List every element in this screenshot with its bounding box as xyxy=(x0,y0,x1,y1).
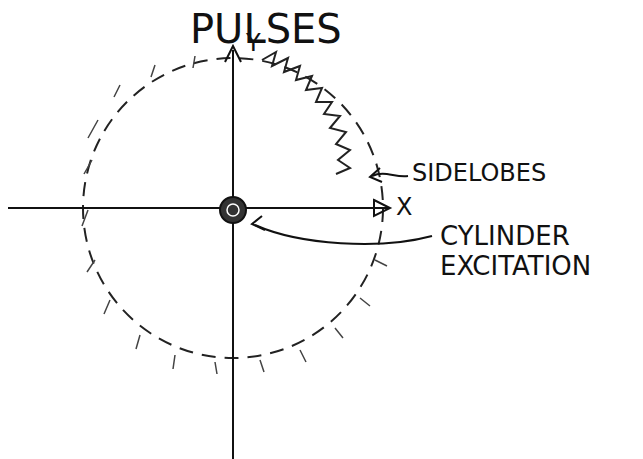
callout-label: CYLINDER EXCITATION xyxy=(440,222,620,282)
axis-label: Y xyxy=(246,30,261,58)
leader-arrowhead xyxy=(252,216,265,230)
x-axis xyxy=(8,207,388,209)
ring-hatching xyxy=(82,56,387,374)
diagram-title: PULSES xyxy=(190,6,342,52)
cylinder-core xyxy=(227,204,239,216)
y-axis xyxy=(232,50,234,459)
callout-label: SIDELOBES xyxy=(412,160,546,188)
leader-arrowhead xyxy=(370,168,382,182)
leader-line xyxy=(255,225,432,244)
axis-label: X xyxy=(396,194,412,222)
cylinder xyxy=(220,197,246,223)
x-arrowhead xyxy=(374,200,390,216)
sidelobes-wave xyxy=(262,52,350,174)
leader-line xyxy=(372,174,408,177)
